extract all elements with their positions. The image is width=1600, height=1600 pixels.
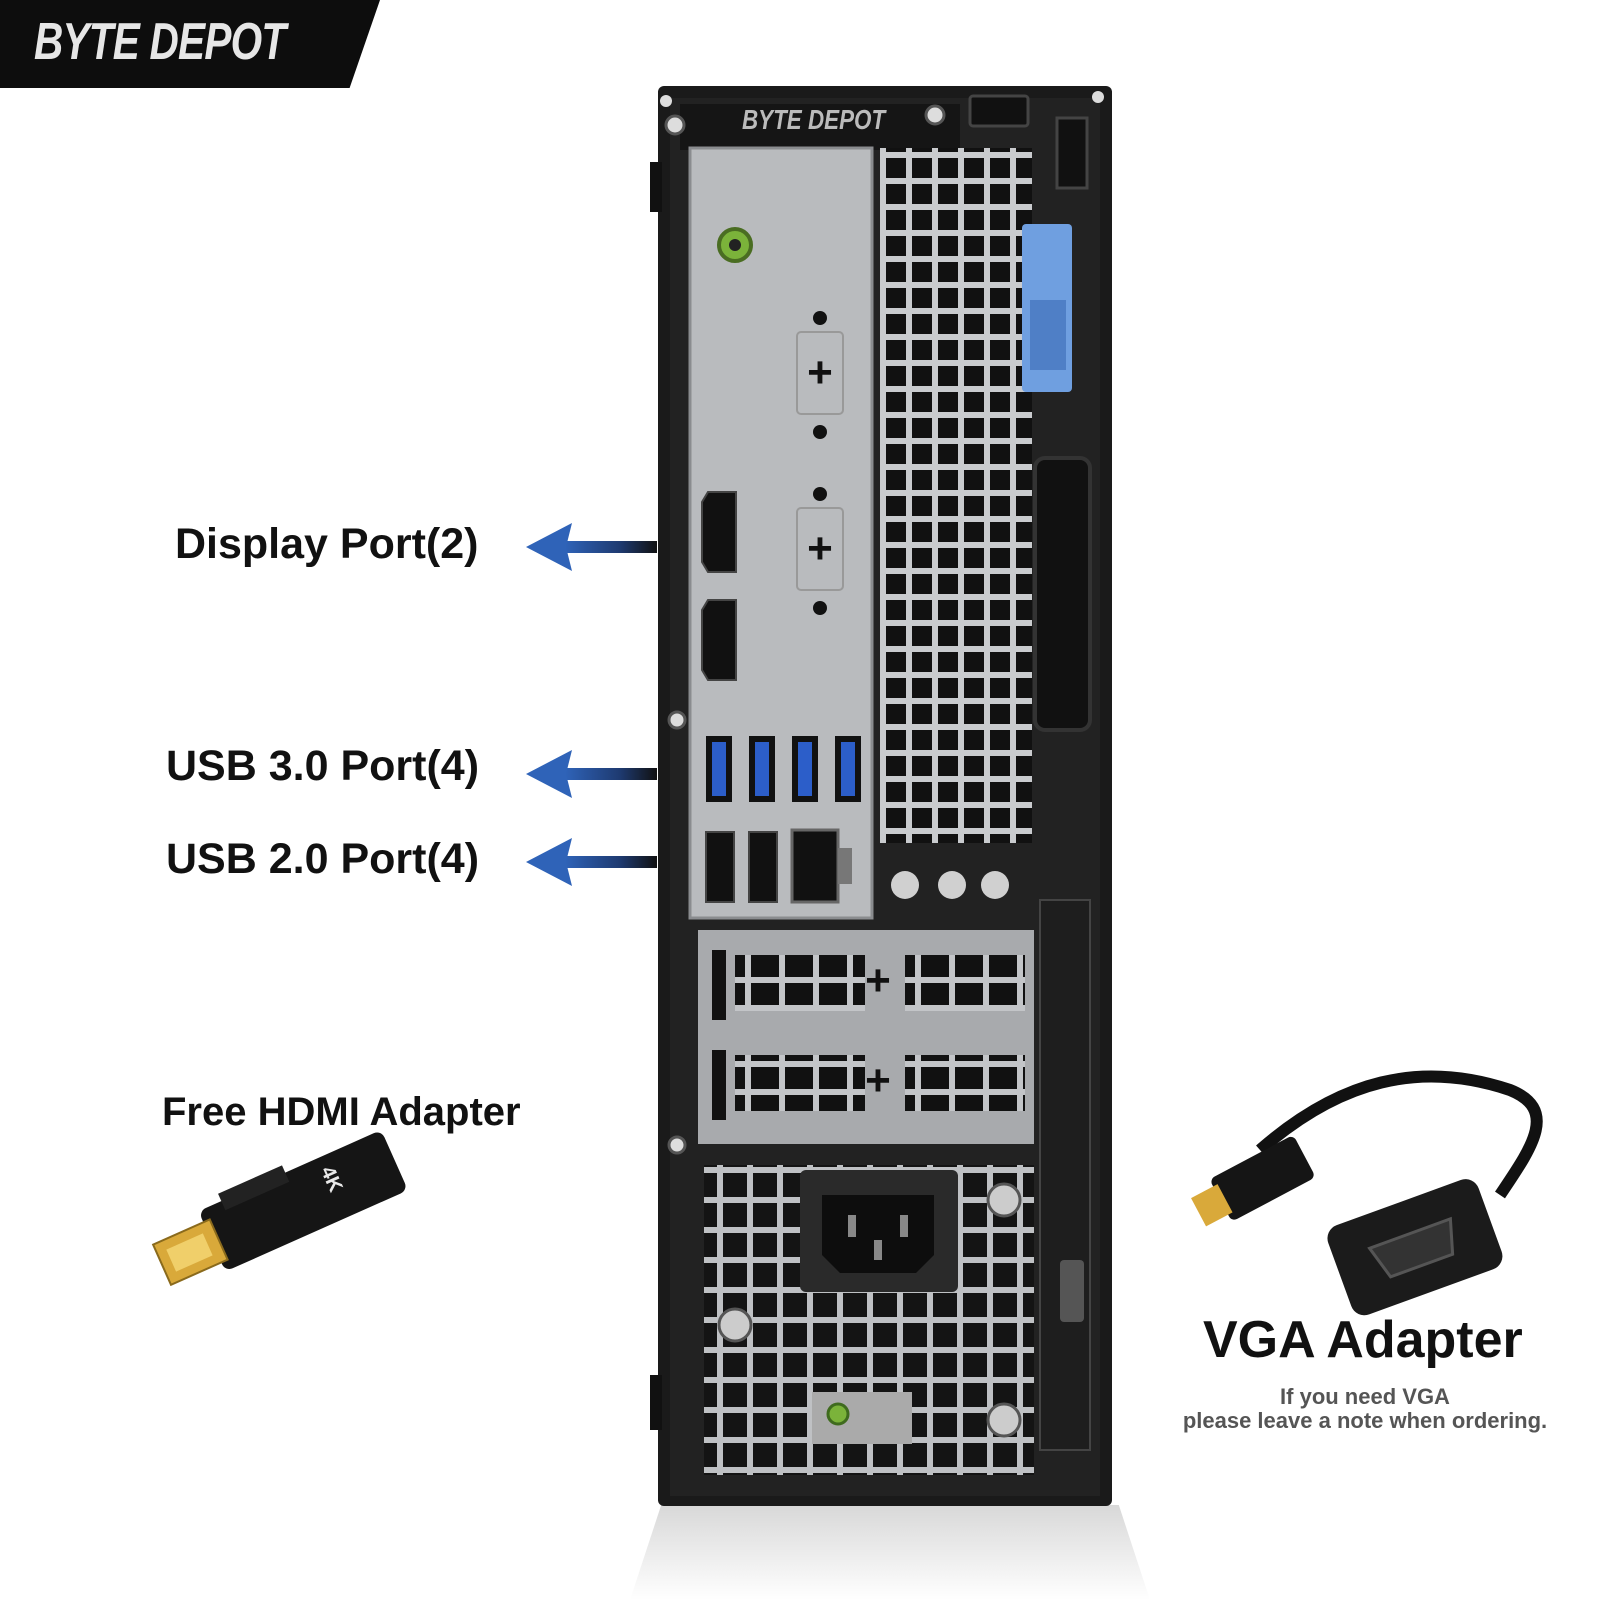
svg-text:+: + (865, 1056, 891, 1105)
floor-shadow (630, 1505, 1150, 1600)
vga-note-line2: please leave a note when ordering. (1182, 1408, 1548, 1433)
displayport-1 (701, 491, 737, 573)
hdmi-adapter-image (151, 1132, 406, 1287)
arrow-usb3 (526, 750, 657, 798)
svg-text:+: + (807, 348, 833, 397)
label-usb2: USB 2.0 Port(4) (166, 835, 480, 883)
vent-grill-top (880, 148, 1032, 843)
label-hdmi-adapter: Free HDMI Adapter (162, 1090, 521, 1134)
vga-adapter-image (1191, 1070, 1543, 1316)
label-vga-adapter: VGA Adapter (1203, 1311, 1523, 1369)
arrow-displayport (526, 523, 657, 571)
label-display-port: Display Port(2) (175, 520, 479, 568)
psu-led (826, 1402, 850, 1426)
usb2-ports (705, 831, 778, 903)
arrow-usb2 (526, 838, 657, 886)
brand-banner (0, 0, 380, 88)
vga-note-line1: If you need VGA (1280, 1384, 1450, 1409)
displayport-2 (701, 599, 737, 681)
case-badge: BYTE DEPOT (742, 104, 886, 135)
usb3-ports (706, 736, 861, 802)
svg-text:+: + (807, 524, 833, 573)
svg-text:+: + (865, 956, 891, 1005)
ethernet-port (790, 828, 840, 904)
label-usb3: USB 3.0 Port(4) (166, 742, 480, 790)
brand-logo-text: BYTE DEPOT (34, 13, 286, 71)
